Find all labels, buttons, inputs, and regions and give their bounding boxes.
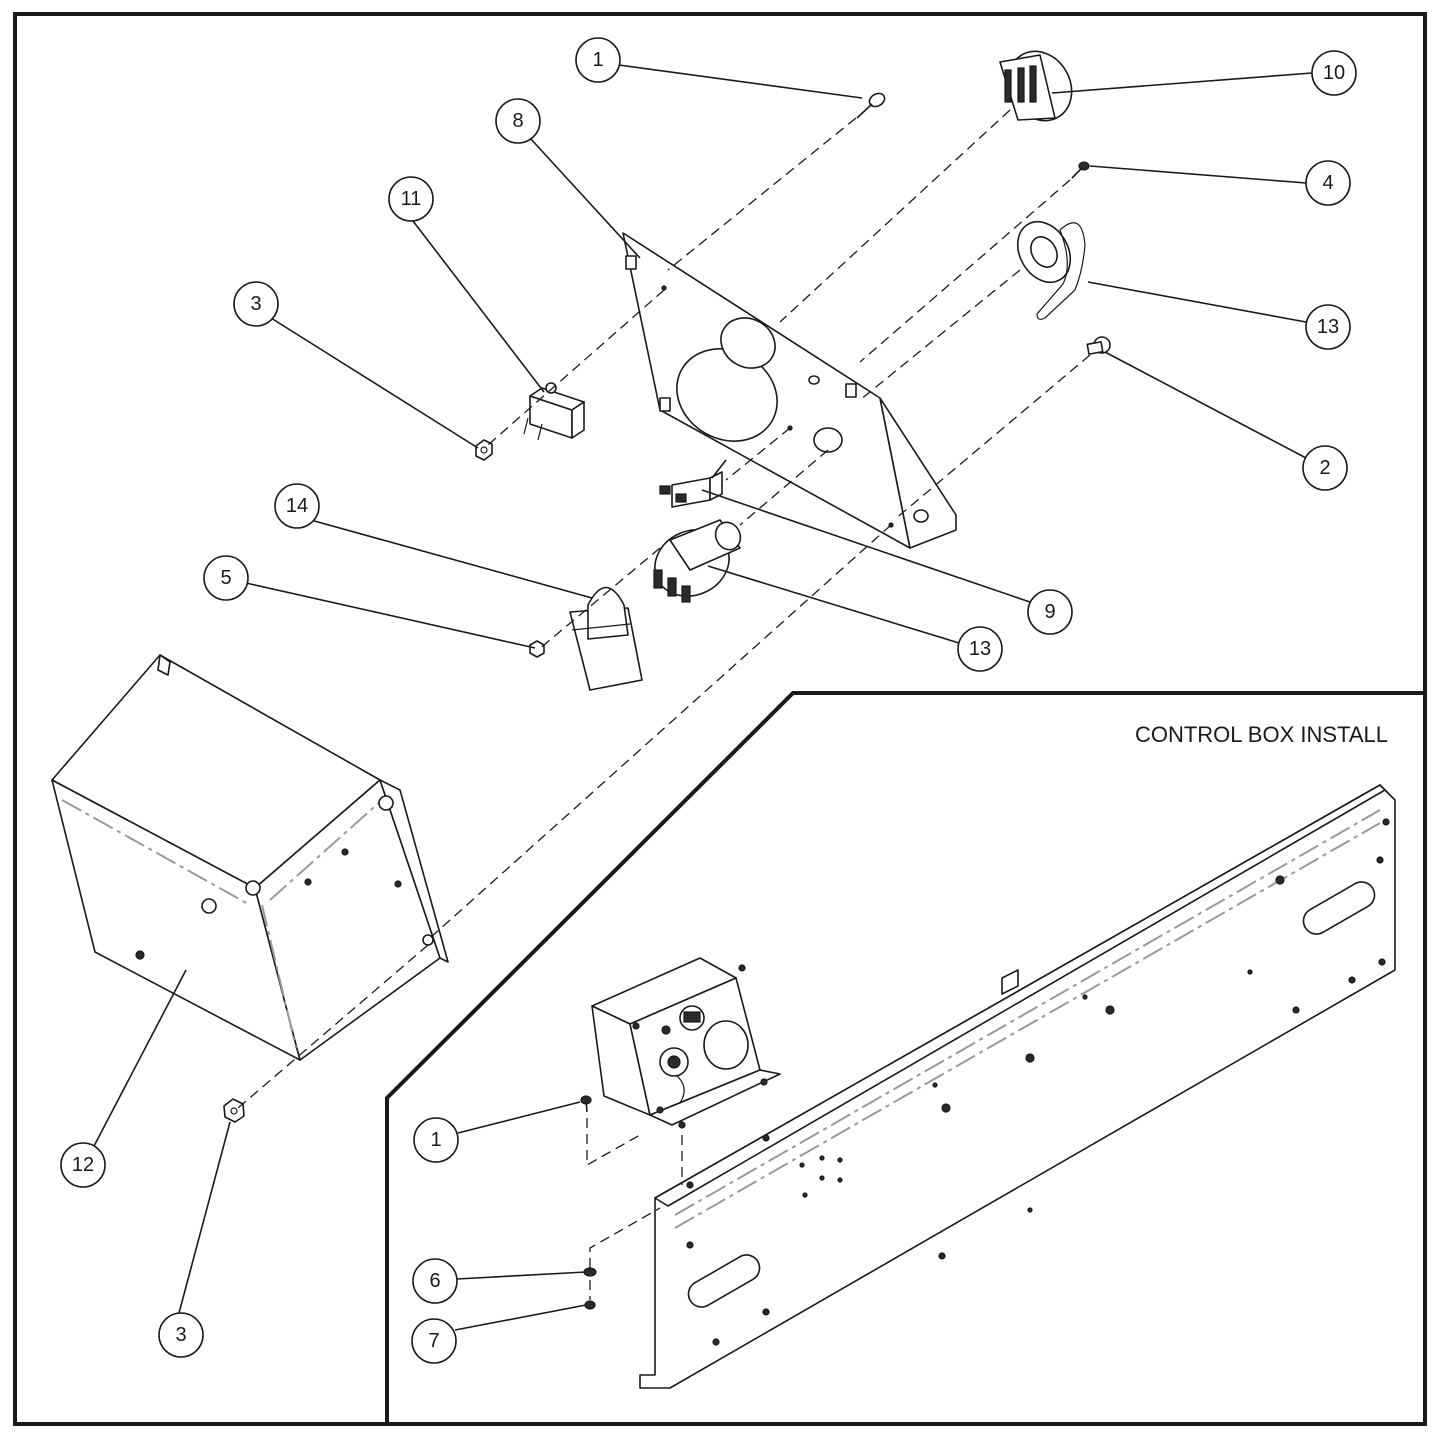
rubber-boot [569, 586, 643, 691]
control-box-enclosure [51, 654, 449, 1061]
install-dash-lines [586, 1118, 683, 1300]
svg-text:12: 12 [72, 1154, 94, 1176]
toggle-switch [659, 459, 727, 508]
svg-text:3: 3 [250, 293, 261, 315]
mounting-bracket [622, 232, 957, 549]
callout-9: 9 [1027, 589, 1073, 635]
nut-small [529, 640, 545, 658]
callout-6: 6 [412, 1258, 458, 1304]
svg-text:13: 13 [969, 638, 991, 660]
callout-7: 7 [411, 1318, 457, 1364]
ignition-switch [653, 519, 742, 603]
outer-frame [13, 12, 1427, 1426]
svg-text:11: 11 [401, 188, 422, 210]
svg-text:8: 8 [512, 110, 523, 132]
callout-12: 12 [60, 1142, 106, 1188]
svg-text:2: 2 [1319, 457, 1330, 479]
key-switch-bezel [1016, 221, 1086, 320]
install-bolt [580, 1095, 592, 1113]
svg-text:1: 1 [592, 49, 603, 71]
callout-1-top: 1 [575, 37, 621, 83]
svg-text:9: 9 [1044, 601, 1055, 623]
svg-text:10: 10 [1323, 62, 1345, 84]
installed-control-box [591, 957, 781, 1129]
gauge [999, 50, 1073, 122]
callout-4: 4 [1305, 160, 1351, 206]
svg-text:7: 7 [428, 1330, 439, 1352]
callout-13-bottom: 13 [957, 626, 1003, 672]
svg-text:3: 3 [175, 1324, 186, 1346]
assembly-dash-lines [237, 109, 1091, 1109]
callout-8: 8 [495, 98, 541, 144]
svg-text:1: 1 [430, 1129, 441, 1151]
section-title: CONTROL BOX INSTALL [1135, 722, 1388, 747]
callout-3-bottom: 3 [158, 1312, 204, 1358]
nut-bottom [223, 1098, 245, 1123]
callout-1-install: 1 [413, 1117, 459, 1163]
callout-leaders [92, 64, 1313, 1331]
circuit-breaker [523, 382, 585, 441]
callout-13-top: 13 [1305, 304, 1351, 350]
callout-2: 2 [1302, 445, 1348, 491]
install-nut [584, 1300, 596, 1310]
svg-text:4: 4 [1322, 172, 1333, 194]
callout-5: 5 [203, 555, 249, 601]
svg-text:13: 13 [1317, 316, 1339, 338]
svg-text:14: 14 [286, 495, 308, 517]
frame-rail [639, 784, 1396, 1389]
nut-top [475, 439, 493, 461]
screw-top [856, 92, 886, 119]
screw-small [1071, 161, 1090, 179]
callout-3-top: 3 [233, 281, 279, 327]
callout-14: 14 [274, 483, 320, 529]
callout-10: 10 [1311, 50, 1357, 96]
svg-text:5: 5 [220, 567, 231, 589]
svg-text:6: 6 [429, 1270, 440, 1292]
callout-11: 11 [388, 176, 434, 222]
install-inset-border [385, 691, 1425, 1424]
bolt [1086, 336, 1111, 355]
